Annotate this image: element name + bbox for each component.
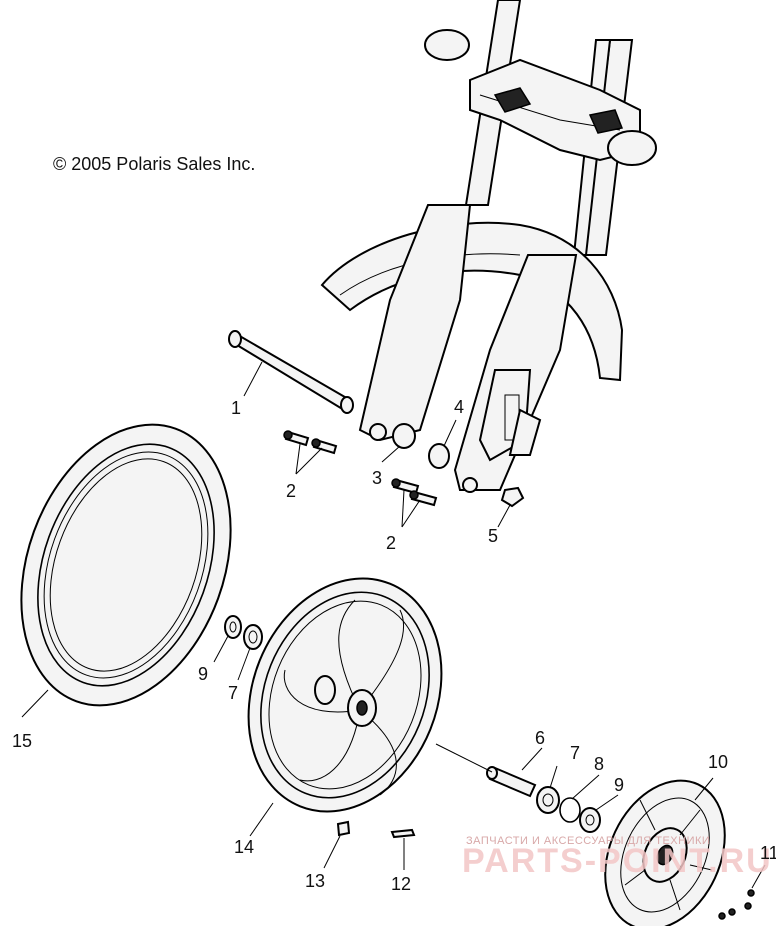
leader-lines (21, 361, 766, 889)
part-15-tire (20, 423, 232, 707)
part-2-bolts-upper (283, 430, 338, 455)
copyright-notice: © 2005 Polaris Sales Inc. (53, 154, 256, 174)
right-turn-signal (607, 130, 657, 166)
callout-7-left: 7 (228, 683, 238, 703)
part-14-wheel (247, 577, 443, 813)
part-8-snap-ring (559, 797, 581, 823)
part-13-valve-stem (336, 820, 351, 837)
part-4-spacer (428, 443, 450, 469)
part-5-nut (500, 486, 525, 508)
left-turn-signal (424, 29, 470, 61)
callout-5: 5 (488, 526, 498, 546)
callout-1: 1 (231, 398, 241, 418)
watermark-logo: PARTS-POINT.RU (462, 842, 773, 880)
callout-2-upper: 2 (286, 481, 296, 501)
callout-10: 10 (708, 752, 728, 772)
callout-9-right: 9 (614, 775, 624, 795)
callout-14: 14 (234, 837, 254, 857)
callout-7-right: 7 (570, 743, 580, 763)
callout-13: 13 (305, 871, 325, 891)
part-9-seal-right (579, 807, 601, 833)
part-3-spacer (392, 423, 416, 449)
callout-3: 3 (372, 468, 382, 488)
part-2-bolts-lower (391, 478, 438, 507)
part-7-bearing-right (536, 786, 560, 814)
callout-11: 11 (760, 843, 776, 863)
part-6-axle-spacer (486, 766, 537, 798)
part-1-axle (228, 330, 354, 414)
callout-6: 6 (535, 728, 545, 748)
callout-15: 15 (12, 731, 32, 751)
callout-8: 8 (594, 754, 604, 774)
part-10-brake-disc (604, 779, 726, 926)
callout-2-lower: 2 (386, 533, 396, 553)
part-12-weight (390, 828, 416, 839)
callout-12: 12 (391, 874, 411, 894)
part-9-seal-left (224, 615, 242, 639)
callout-4: 4 (454, 397, 464, 417)
part-11-disc-bolts (718, 889, 755, 920)
fork-assembly (320, 0, 657, 493)
watermark-subtitle: ЗАПЧАСТИ И АКСЕССУАРЫ ДЛЯ ТЕХНИКИ (466, 835, 710, 847)
part-7-bearing-left (243, 624, 263, 650)
callout-9-left: 9 (198, 664, 208, 684)
